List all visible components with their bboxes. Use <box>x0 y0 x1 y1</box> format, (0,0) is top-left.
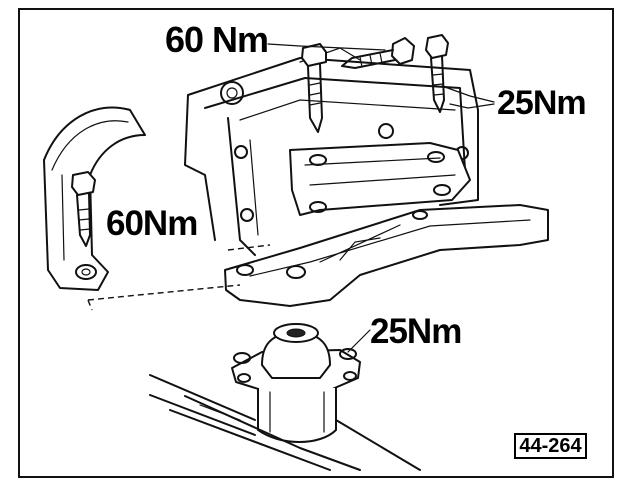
bolt-top-vertical <box>301 43 327 133</box>
leader-lines <box>267 43 495 353</box>
torque-label-mount-bolts: 25Nm <box>370 312 462 351</box>
transmission-housing <box>184 47 479 256</box>
rubber-mount <box>231 323 361 443</box>
chassis-rail <box>149 374 421 471</box>
bolt-right <box>425 34 449 113</box>
upper-bracket <box>289 142 471 216</box>
bolt-bracket <box>71 171 96 247</box>
figure-number: 44-264 <box>514 433 587 459</box>
curved-bracket <box>43 106 241 311</box>
torque-label-bracket-bolt: 60Nm <box>106 204 198 243</box>
torque-label-right-bolts: 25Nm <box>497 84 587 122</box>
torque-label-top-bolt: 60 Nm <box>165 19 269 60</box>
bolt-top-horizontal <box>341 37 415 69</box>
crossmember <box>224 204 549 307</box>
